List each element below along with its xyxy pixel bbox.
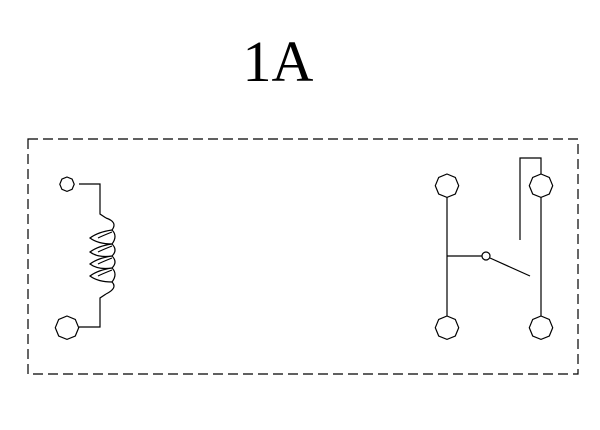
coil-loops-lower (97, 231, 113, 277)
relay-coil-icon (54, 176, 116, 341)
switch-arm (489, 257, 531, 277)
contact-pin-common-bottom (434, 315, 460, 341)
coil-lead-bottom (79, 293, 107, 328)
contact-pin-fixed-bottom (528, 315, 554, 341)
coil-pin-bottom (54, 315, 80, 341)
switch-contact-icon (434, 157, 554, 341)
pivot-node (481, 251, 491, 261)
coil-pin-top (59, 176, 75, 193)
contact-pin-common-top (434, 173, 460, 199)
coil-loops (88, 229, 113, 283)
package-outline (27, 138, 579, 375)
contact-pin-fixed-top (528, 173, 554, 199)
diagram-title: 1A (242, 29, 314, 94)
contact-bracket (519, 157, 542, 240)
coil-lead-top (79, 183, 107, 219)
